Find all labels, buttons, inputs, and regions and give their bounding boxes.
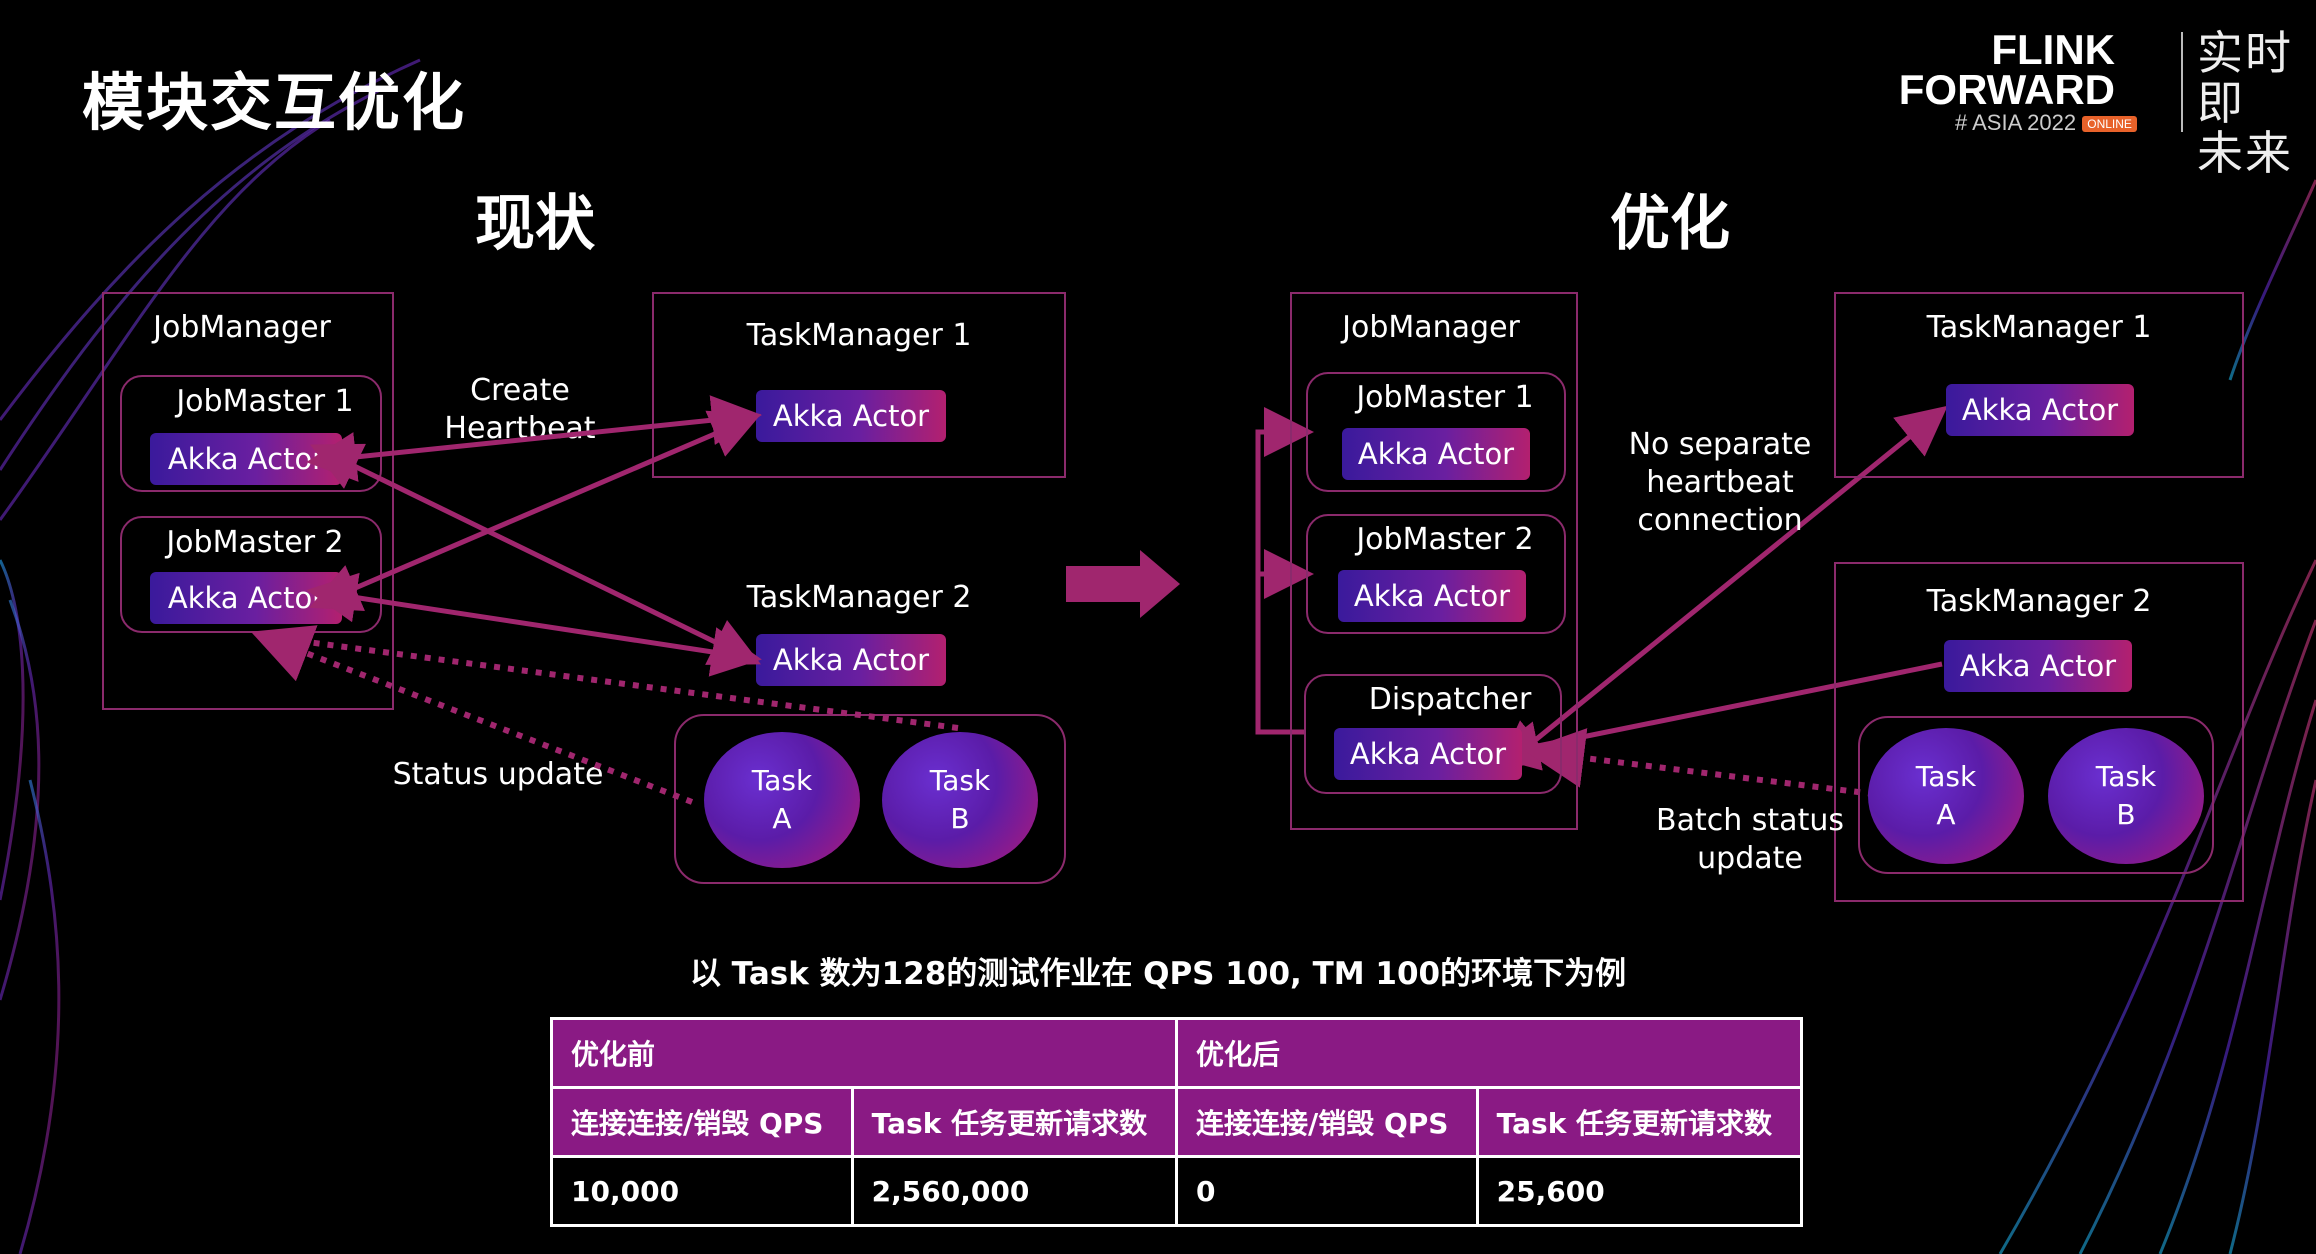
subheader-after-connect: 连接连接/销毁 QPS: [1174, 1086, 1479, 1158]
subheader-before-connect: 连接连接/销毁 QPS: [550, 1086, 854, 1158]
left-taskmanager-1-actor: Akka Actor: [756, 390, 946, 442]
right-dispatcher-label: Dispatcher: [1368, 682, 1532, 717]
table-subheader-row: 连接连接/销毁 QPS Task 任务更新请求数 连接连接/销毁 QPS Tas…: [550, 1086, 1804, 1158]
right-taskmanager-1-box: [1834, 292, 2244, 478]
logo-tag: # ASIA 2022 ONLINE: [1955, 110, 2137, 136]
right-jobmaster-1-label: JobMaster 1: [1356, 380, 1534, 415]
transition-arrow: [1066, 550, 1180, 618]
right-task-b: Task B: [2048, 728, 2204, 864]
right-batch-status-note: Batch status update: [1656, 803, 1844, 876]
right-jobmaster-2-box: [1306, 514, 1566, 634]
right-taskmanager-2-label: TaskManager 2: [1926, 584, 2152, 619]
subheader-after-task: Task 任务更新请求数: [1475, 1086, 1804, 1158]
logo-line-2: FORWARD: [1898, 66, 2115, 113]
left-heading: 现状: [475, 189, 595, 259]
right-dispatcher-actor: Akka Actor: [1334, 728, 1522, 780]
comparison-table: 优化前 优化后 连接连接/销毁 QPS Task 任务更新请求数 连接连接/销毁…: [550, 1017, 1804, 1227]
right-jobmanager-box: [1290, 292, 1578, 830]
arrow-jm1-tm2: [310, 443, 761, 665]
task-word: Task: [1915, 760, 1977, 793]
right-no-heartbeat-note: No separate heartbeat connection: [1608, 426, 1832, 540]
right-heading: 优化: [1610, 189, 1730, 259]
left-taskmanager-2-actor: Akka Actor: [756, 634, 946, 686]
slide-title: 模块交互优化: [82, 66, 467, 139]
header-before: 优化前: [550, 1017, 1178, 1089]
subheader-before-task: Task 任务更新请求数: [850, 1086, 1178, 1158]
flink-forward-logo: FLINK FORWARD # ASIA 2022 ONLINE 实时即 未来: [1899, 22, 2305, 178]
task-word: Task: [929, 764, 991, 797]
left-taskmanager-1-box: [652, 292, 1066, 478]
task-letter: B: [2116, 798, 2136, 831]
logo-wordmark: FLINK FORWARD: [1898, 26, 2115, 113]
right-taskmanager-1-label: TaskManager 1: [1926, 310, 2152, 345]
logo-tag-text: # ASIA 2022: [1955, 110, 2077, 135]
table-header-row: 优化前 优化后: [550, 1017, 1804, 1089]
task-word: Task: [2095, 760, 2157, 793]
value-before-task: 2,560,000: [850, 1155, 1178, 1227]
left-task-b: Task B: [882, 732, 1038, 868]
arrow-dispatcher-tm2: [1488, 661, 1943, 771]
left-jobmanager-label: JobManager: [153, 310, 331, 345]
right-jobmaster-2-label: JobMaster 2: [1356, 522, 1534, 557]
left-taskmanager-2-label: TaskManager 2: [746, 580, 972, 615]
left-status-note: Status update: [392, 757, 604, 792]
right-jobmaster-1-box: [1306, 372, 1566, 492]
right-taskmanager-2-box: [1834, 562, 2244, 902]
value-before-connect: 10,000: [550, 1155, 854, 1227]
logo-line-1: FLINK: [1991, 26, 2115, 73]
task-word: Task: [751, 764, 813, 797]
logo-slogan: 实时即 未来: [2197, 28, 2293, 178]
right-jobmanager-label: JobManager: [1342, 310, 1520, 345]
note-line: connection: [1637, 503, 1803, 538]
arrow-dispatcher-tm1: [1496, 405, 1948, 772]
dotted-status-a: [250, 625, 694, 805]
left-taskmanager-1-label: TaskManager 1: [746, 318, 972, 353]
right-taskmanager-2-actor: Akka Actor: [1944, 640, 2132, 692]
comparison-caption: 以 Task 数为128的测试作业在 QPS 100, TM 100的环境下为例: [689, 956, 1627, 992]
logo-divider: [2181, 32, 2183, 132]
logo-online-badge: ONLINE: [2082, 116, 2137, 133]
arrow-jm1-tm1: [306, 395, 762, 482]
dotted-batch-status: [1524, 728, 1875, 797]
task-letter: A: [1936, 798, 1956, 831]
right-tasks-box: [1858, 716, 2214, 874]
note-line: heartbeat: [1646, 465, 1794, 500]
right-taskmanager-1-actor: Akka Actor: [1946, 384, 2134, 436]
right-task-a: Task A: [1868, 728, 2024, 864]
dotted-status-b: [261, 633, 959, 731]
value-after-connect: 0: [1174, 1155, 1479, 1227]
right-dispatcher-box: [1304, 674, 1562, 794]
header-after: 优化后: [1174, 1017, 1804, 1089]
task-letter: A: [772, 802, 792, 835]
value-after-task: 25,600: [1475, 1155, 1804, 1227]
right-jobmaster-2-actor: Akka Actor: [1338, 570, 1526, 622]
table-row: 10,000 2,560,000 0 25,600: [550, 1155, 1804, 1227]
right-jobmaster-1-actor: Akka Actor: [1342, 428, 1530, 480]
logo-slogan-line-2: 未来: [2197, 126, 2293, 180]
note-line: No separate: [1628, 427, 1812, 462]
arrow-jm2-tm2: [306, 572, 762, 677]
logo-slogan-line-1: 实时即: [2197, 26, 2293, 130]
task-letter: B: [950, 802, 970, 835]
left-task-a: Task A: [704, 732, 860, 868]
arrow-jm2-tm1: [309, 410, 762, 612]
